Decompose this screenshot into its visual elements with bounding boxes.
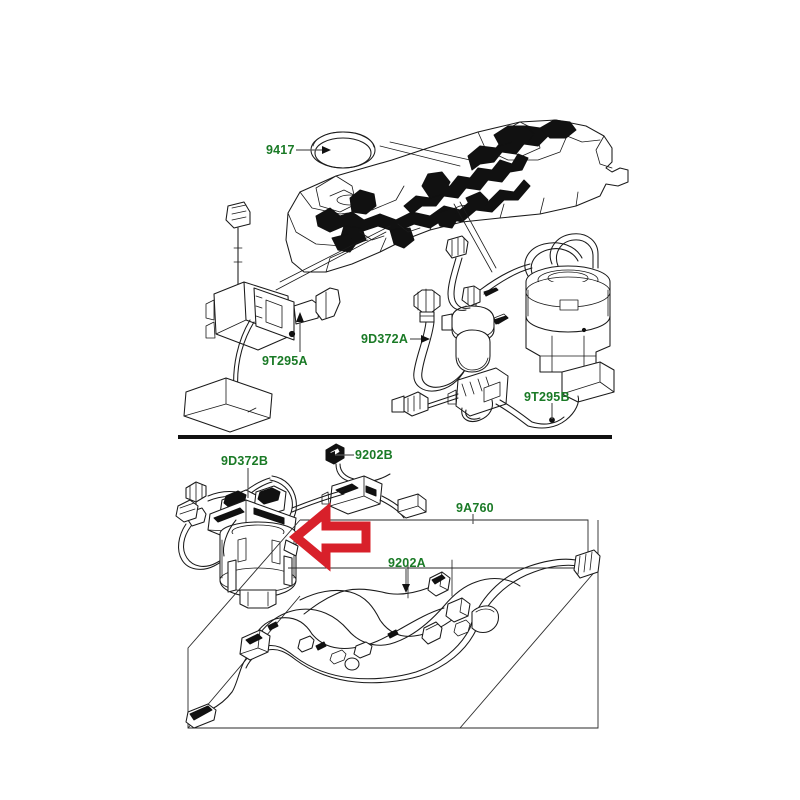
callout-9d372a[interactable]: 9D372A [361,332,409,346]
callout-9202a[interactable]: 9202A [388,556,426,570]
callout-9t295b[interactable]: 9T295B [524,390,570,404]
callout-9a760[interactable]: 9A760 [456,501,494,515]
fuel-pump-module [175,475,299,609]
fuel-level-sender-right [391,361,615,429]
fuel-pump-canister [524,233,611,373]
upper-connector-wiring [445,235,533,311]
sender-module-lower [291,475,427,519]
callout-9d372b[interactable]: 9D372B [221,454,269,468]
callout-leaders [247,146,553,593]
callout-9417[interactable]: 9417 [266,143,295,157]
red-highlight-arrow [288,502,371,572]
callout-9202b[interactable]: 9202B [355,448,393,462]
tank-reference-lines [275,141,497,291]
fuel-pump-module-and-harness [175,443,601,729]
callout-9t295a[interactable]: 9T295A [262,354,308,368]
fuel-tank-assembly [183,119,629,433]
fuel-level-sender-left [183,201,341,433]
fuel-tank-harness-black [315,119,577,253]
fuel-hose-valve-assembly [413,285,509,392]
main-wiring-harness [185,549,601,729]
